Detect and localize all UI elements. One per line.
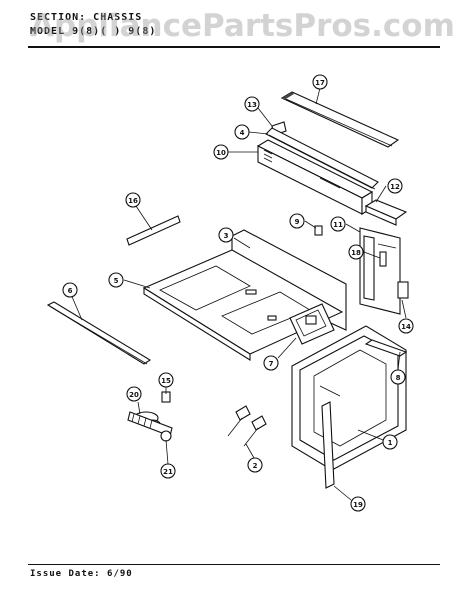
callout-16-label: 16 — [128, 197, 138, 205]
callout-21-label: 21 — [163, 468, 173, 476]
callout-16: 16 — [125, 192, 141, 208]
part-right-side-panel — [359, 227, 409, 315]
callout-7-label: 7 — [269, 360, 274, 368]
callout-17: 17 — [312, 74, 328, 90]
callout-10: 10 — [213, 144, 229, 160]
callout-6-label: 6 — [68, 287, 73, 295]
callout-1: 1 — [382, 434, 398, 450]
watermark: AppliancePartsPros.com — [30, 8, 455, 44]
part-burner-assembly — [127, 391, 173, 442]
part-left-strip — [126, 215, 181, 246]
footer-rule — [28, 564, 440, 565]
callout-12: 12 — [387, 178, 403, 194]
callout-9-label: 9 — [295, 218, 300, 226]
callout-5-label: 5 — [114, 277, 119, 285]
callout-12-label: 12 — [390, 183, 400, 191]
callout-7: 7 — [263, 355, 279, 371]
part-internal-bracket — [289, 303, 335, 345]
part-left-rail — [46, 301, 152, 365]
callout-1-label: 1 — [388, 439, 393, 447]
callout-10-label: 10 — [216, 149, 226, 157]
callout-14: 14 — [398, 318, 414, 334]
part-clip — [314, 225, 323, 236]
callout-3: 3 — [218, 227, 234, 243]
callout-19-label: 19 — [353, 501, 363, 509]
callout-17-label: 17 — [315, 79, 325, 87]
callout-19: 19 — [350, 496, 366, 512]
callout-13-label: 13 — [247, 101, 257, 109]
callout-11-label: 11 — [333, 221, 343, 229]
callout-18-label: 18 — [351, 249, 361, 257]
callout-4: 4 — [234, 124, 250, 140]
callout-8-label: 8 — [396, 374, 401, 382]
part-top-trim — [280, 91, 400, 148]
callout-4-label: 4 — [240, 129, 245, 137]
callout-8: 8 — [390, 369, 406, 385]
callout-2-label: 2 — [253, 462, 258, 470]
callout-11: 11 — [330, 216, 346, 232]
callout-2: 2 — [247, 457, 263, 473]
header-rule — [28, 46, 440, 48]
callout-20: 20 — [126, 386, 142, 402]
callout-15-label: 15 — [161, 377, 171, 385]
callout-20-label: 20 — [129, 391, 139, 399]
callout-9: 9 — [289, 213, 305, 229]
part-upper-rail — [265, 127, 379, 190]
callout-3-label: 3 — [224, 232, 229, 240]
callout-18: 18 — [348, 244, 364, 260]
part-oven-panel — [142, 249, 344, 361]
part-right-trim — [364, 199, 408, 226]
issue-date: Issue Date: 6/90 — [30, 569, 133, 579]
callout-21: 21 — [160, 463, 176, 479]
callout-6: 6 — [62, 282, 78, 298]
callout-13: 13 — [244, 96, 260, 112]
section-label: SECTION: CHASSIS — [30, 12, 143, 23]
part-control-panel-housing — [256, 139, 374, 215]
part-hinges — [227, 405, 267, 447]
part-vertical-strip — [321, 401, 335, 489]
callout-15: 15 — [158, 372, 174, 388]
callout-14-label: 14 — [401, 323, 411, 331]
callout-5: 5 — [108, 272, 124, 288]
model-label: MODEL 9(8)( ) 9(8) — [30, 26, 157, 37]
